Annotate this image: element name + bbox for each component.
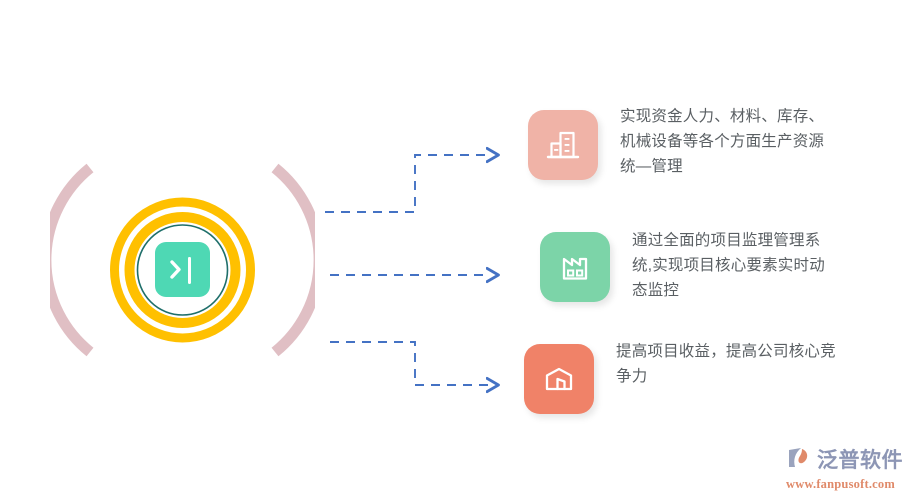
chevron-right-glyph — [170, 260, 181, 279]
feature-description: 实现资金人力、材料、库存、 机械设备等各个方面生产资源 统—管理 — [620, 108, 825, 175]
office-building-icon — [528, 110, 598, 180]
feature-description: 通过全面的项目监理管理系 统,实现项目核心要素实时动 态监控 — [632, 232, 825, 299]
central-emblem — [50, 160, 315, 360]
terminal-prompt-icon — [155, 242, 210, 297]
connector-arrow-1 — [325, 155, 488, 213]
feature-row-project-supervision: 通过全面的项目监理管理系 统,实现项目核心要素实时动 态监控 — [540, 232, 872, 303]
watermark-brand: 泛普软件 — [817, 448, 903, 472]
fanpu-logo-icon — [786, 446, 813, 475]
ring-outer — [110, 197, 255, 343]
bracket-arcs — [50, 163, 315, 357]
feature-row-profit-competitiveness: 提高项目收益，提高公司核心竞 争力 — [524, 343, 856, 414]
connector-arrow-3 — [330, 341, 488, 385]
ring-inner — [124, 212, 241, 328]
cursor-bar-glyph — [188, 257, 191, 284]
warehouse-icon — [524, 344, 594, 414]
watermark: 泛普软件 www.fanpusoft.com — [786, 446, 914, 494]
bracket-arc-right — [271, 163, 315, 357]
feature-row-resource-management: 实现资金人力、材料、库存、 机械设备等各个方面生产资源 统—管理 — [528, 108, 860, 180]
factory-icon — [540, 232, 610, 302]
watermark-url: www.fanpusoft.com — [786, 477, 895, 491]
bracket-arc-left — [50, 163, 94, 357]
feature-description: 提高项目收益，提高公司核心竞 争力 — [616, 343, 836, 385]
